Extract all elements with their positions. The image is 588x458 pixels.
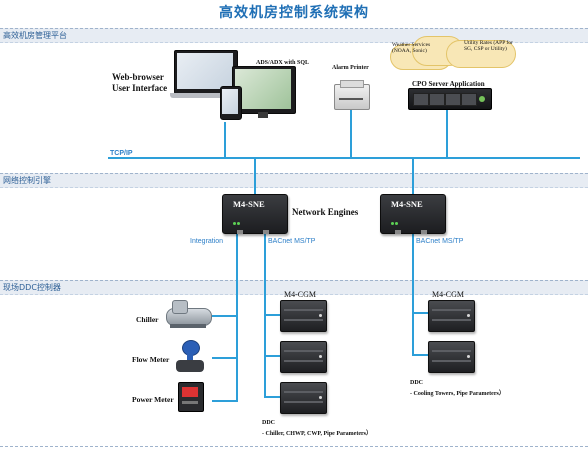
integration-label: Integration (190, 238, 224, 245)
tablet-icon (220, 86, 242, 120)
line-cgm-2 (264, 355, 280, 357)
ddc-left-2 (280, 341, 327, 373)
line-cgm-r2 (412, 354, 428, 356)
power-meter-label: Power Meter (132, 395, 174, 404)
ddc-left-title: DDC (262, 420, 275, 426)
ddc-right-title: DDC (410, 380, 423, 386)
ne-name-right: M4-SNE (391, 199, 423, 209)
line-power (212, 400, 238, 402)
chiller-icon (166, 300, 212, 330)
band-label-top: 高效机房管理平台 (3, 31, 67, 40)
bottom-divider (0, 446, 588, 448)
weather-services-label: Weather Services (NOAA, Sonic) (392, 42, 431, 54)
bacnet-left-label: BACnet MS/TP (268, 238, 316, 245)
chiller-label: Chiller (136, 315, 159, 324)
line-ne-left (254, 158, 256, 194)
line-integration (236, 232, 238, 402)
line-flow (212, 357, 238, 359)
line-cgm-r1 (412, 312, 428, 314)
cpo-server-label: CPO Server Application (412, 80, 485, 88)
flow-meter-label: Flow Meter (132, 355, 170, 364)
printer-icon (334, 80, 370, 110)
ne-device-right: M4-SNE (380, 194, 446, 234)
cgm-left-label: M4-CGM (284, 290, 317, 299)
ddc-right-2 (428, 341, 475, 373)
band-label-bottom: 现场DDC控制器 (3, 283, 61, 292)
ne-name-left: M4-SNE (233, 199, 265, 209)
web-browser-label-2: User Interface (112, 83, 168, 93)
power-meter-icon (178, 382, 204, 412)
bacnet-right-label: BACnet MS/TP (416, 238, 464, 245)
diagram-title: 高效机房控制系统架构 (219, 5, 369, 21)
ne-device-left: M4-SNE (222, 194, 288, 234)
cloud-icon (388, 34, 518, 70)
line-server (446, 104, 448, 158)
line-cgm-3 (264, 396, 280, 398)
line-ne-right (412, 158, 414, 194)
line-bacnet-right (412, 232, 414, 356)
line-chiller (212, 315, 238, 317)
tcp-ip-label: TCP/IP (110, 150, 133, 157)
ddc-left-desc: - Chiller, CHWP, CWP, Pipe Parameters） (262, 431, 372, 437)
band-label-middle: 网络控制引擎 (3, 176, 51, 185)
line-browser (224, 122, 226, 158)
band-field-ddc: 现场DDC控制器 (0, 280, 588, 295)
flow-meter-icon (176, 340, 204, 374)
web-browser-label-1: Web-browser (112, 72, 164, 82)
ddc-left-3 (280, 382, 327, 414)
band-network-engine: 网络控制引擎 (0, 173, 588, 188)
ddc-right-desc: - Cooling Towers, Pipe Parameters） (410, 391, 505, 397)
tcp-ip-bus (108, 157, 580, 159)
cgm-right-label: M4-CGM (432, 290, 465, 299)
line-cgm-1 (264, 314, 280, 316)
ddc-left-1 (280, 300, 327, 332)
ddc-right-1 (428, 300, 475, 332)
alarm-printer-label: Alarm Printer (332, 65, 369, 71)
ads-adx-label: ADS/ADX with SQL (256, 60, 310, 66)
line-printer (350, 110, 352, 158)
server-icon (408, 88, 492, 110)
network-engines-label: Network Engines (292, 207, 359, 217)
utility-rates-label: Utility Rates (APP for SG, CSP or Utilit… (464, 40, 513, 52)
